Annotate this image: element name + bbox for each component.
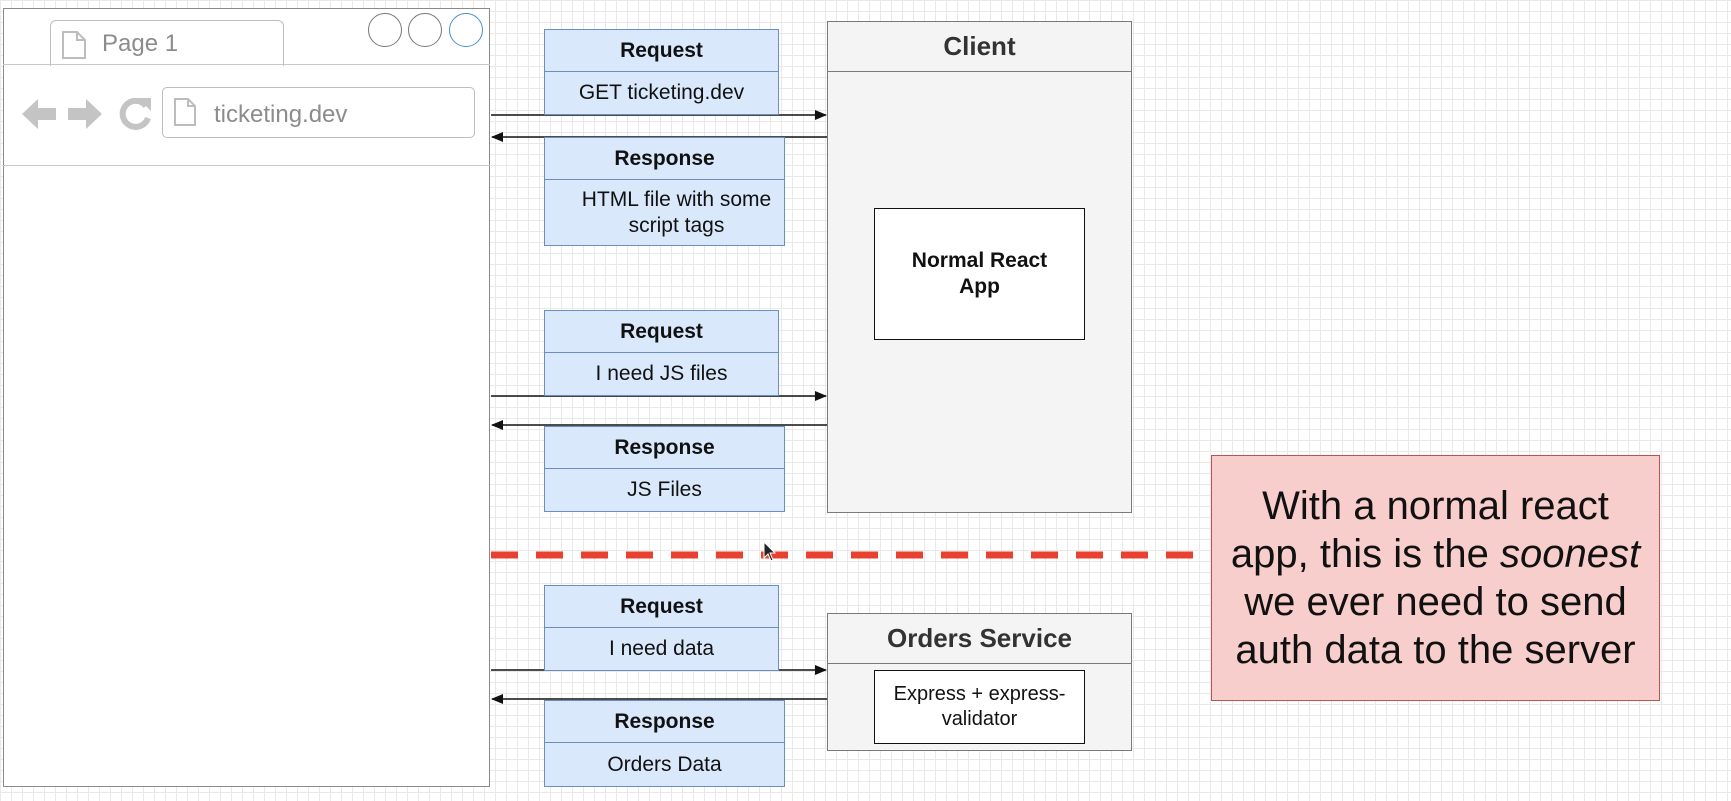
- request-title: Request: [545, 586, 778, 628]
- note-text-pre: With a normal react app, this is the: [1230, 484, 1609, 576]
- react-app-box: Normal React App: [874, 208, 1085, 340]
- reload-icon[interactable]: [116, 96, 154, 134]
- client-title: Client: [828, 22, 1131, 72]
- window-minimize-button[interactable]: [368, 13, 402, 47]
- request-box: Request I need data: [544, 585, 779, 671]
- window-maximize-button[interactable]: [408, 13, 442, 47]
- note-text-post: we ever need to send auth data to the se…: [1235, 580, 1636, 672]
- tab-bar-divider: [3, 64, 490, 65]
- request-title: Request: [545, 30, 778, 72]
- response-box: Response Orders Data: [544, 700, 785, 787]
- response-body: HTML file with some script tags: [581, 187, 772, 237]
- response-title: Response: [545, 138, 784, 180]
- back-arrow-icon[interactable]: [20, 96, 58, 132]
- orders-title: Orders Service: [828, 614, 1131, 664]
- toolbar-divider: [3, 165, 490, 166]
- forward-arrow-icon[interactable]: [66, 96, 104, 132]
- address-bar[interactable]: [162, 87, 475, 138]
- note-text-emphasis: soonest: [1499, 532, 1641, 576]
- request-body: I need data: [608, 637, 715, 660]
- response-title: Response: [545, 427, 784, 469]
- response-body: JS Files: [627, 478, 702, 501]
- request-body: I need JS files: [595, 362, 728, 385]
- response-box: Response HTML file with some script tags: [544, 137, 785, 246]
- page-icon: [174, 98, 196, 126]
- request-title: Request: [545, 311, 778, 353]
- tab-title: Page 1: [102, 30, 179, 57]
- page-icon: [62, 31, 86, 59]
- request-box: Request I need JS files: [544, 310, 779, 396]
- window-close-button[interactable]: [449, 13, 483, 47]
- express-box: Express + express-validator: [874, 670, 1085, 744]
- url-text: ticketing.dev: [214, 101, 348, 128]
- response-title: Response: [545, 701, 784, 743]
- request-box: Request GET ticketing.dev: [544, 29, 779, 115]
- request-body: GET ticketing.dev: [578, 81, 745, 104]
- response-box: Response JS Files: [544, 426, 785, 512]
- browser-tab[interactable]: [50, 20, 284, 66]
- response-body: Orders Data: [607, 752, 722, 776]
- annotation-note: With a normal react app, this is the soo…: [1211, 455, 1660, 701]
- cursor-icon: [763, 541, 777, 562]
